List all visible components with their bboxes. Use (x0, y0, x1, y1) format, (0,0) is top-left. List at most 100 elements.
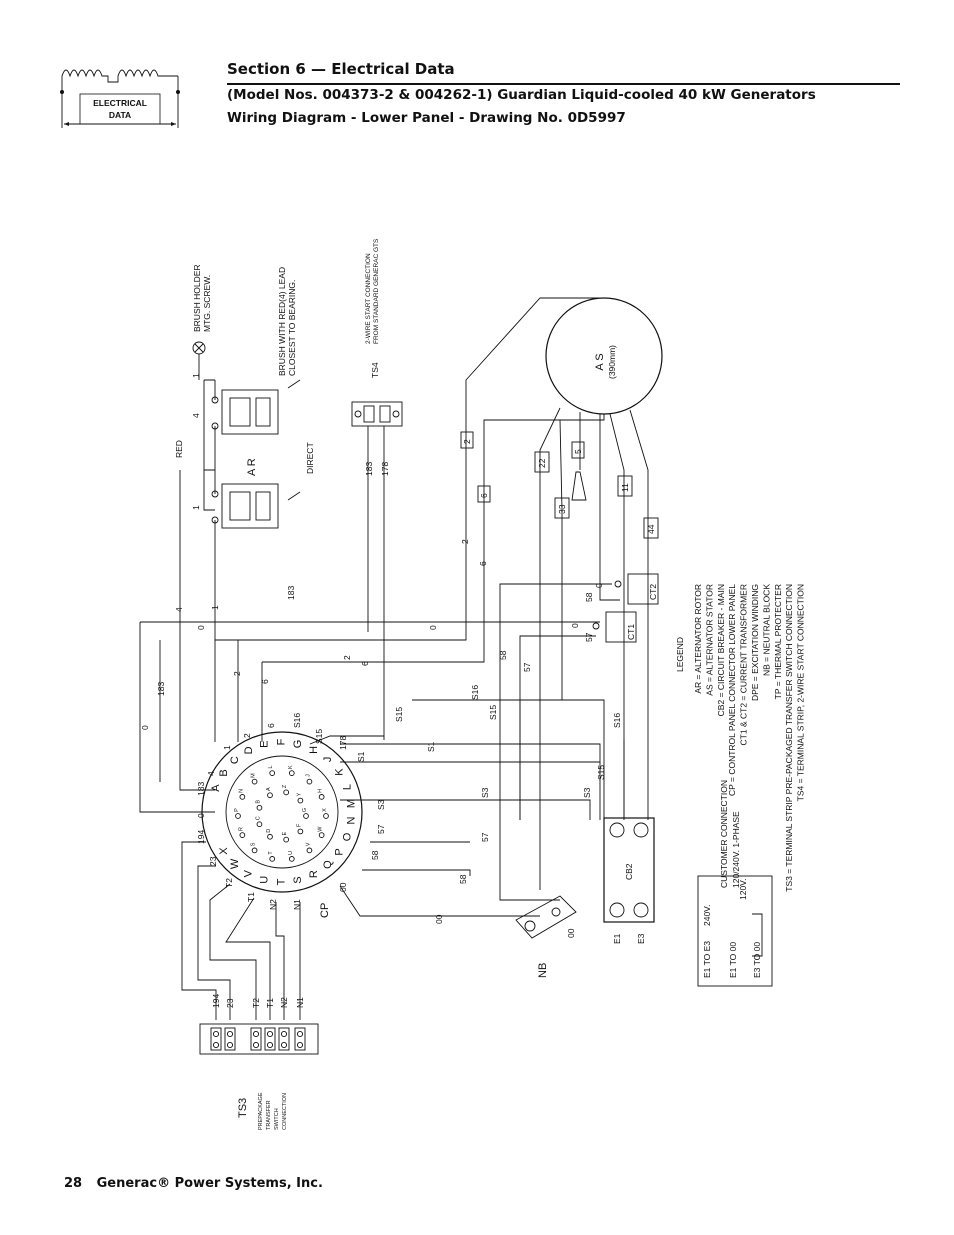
e1-label: E1 (612, 933, 622, 944)
wire-1-ar-b: 1 (191, 505, 201, 510)
ts3-screw-icon (212, 1030, 220, 1038)
ts3-terminal (210, 1027, 222, 1051)
cp-pin-j: J (322, 757, 334, 763)
svg-text:58: 58 (370, 850, 380, 860)
wire-4-ar: 4 (191, 413, 201, 418)
svg-text:00: 00 (566, 928, 576, 938)
customer-connection-1: CUSTOMER CONNECTION (719, 780, 729, 888)
svg-text:0: 0 (594, 583, 604, 588)
svg-text:0: 0 (140, 725, 150, 730)
ts4-terminal-strip (351, 401, 403, 427)
svg-text:E1 TO E3: E1 TO E3 (702, 941, 712, 978)
cp-socket-label: X (322, 808, 328, 812)
svg-text:2: 2 (342, 655, 352, 660)
svg-text:57: 57 (522, 662, 532, 672)
cp-socket (288, 856, 295, 862)
svg-text:57: 57 (376, 824, 386, 834)
svg-text:S3: S3 (376, 799, 386, 810)
ct1: CT1 (592, 611, 637, 643)
svg-text:S3: S3 (582, 787, 592, 798)
cp-pin-w: W (229, 858, 241, 869)
ts3-label: TS3 (237, 1098, 249, 1118)
svg-text:57: 57 (584, 632, 594, 642)
cp-pin-m: M (345, 799, 357, 808)
as-sub-label: (390mm) (607, 345, 617, 379)
cp-socket-label: H (318, 789, 324, 793)
svg-text:1: 1 (210, 605, 220, 610)
cp-pin-o: O (341, 832, 353, 841)
cp-socket (318, 794, 325, 800)
cp-socket (318, 832, 325, 838)
ts3-terminal-label: T2 (251, 998, 261, 1008)
cp-socket (239, 832, 246, 838)
cp-socket-label: F (296, 823, 302, 827)
cp-socket-label: D (266, 829, 272, 833)
cp-pin-p: P (333, 848, 345, 855)
cp-socket (297, 797, 304, 804)
cp-pin-x: X (218, 847, 230, 855)
brush-holder-note-1: BRUSH HOLDER (192, 264, 202, 332)
cp-pin-n: N (345, 816, 357, 824)
cp-socket-label: R (238, 827, 244, 831)
cp-socket-label: B (255, 800, 261, 804)
ts3-screw-icon (266, 1030, 274, 1038)
cp-socket-label: J (305, 774, 311, 777)
svg-text:1: 1 (222, 745, 232, 750)
brush-red-note-2: CLOSEST TO BEARING. (287, 280, 297, 376)
svg-text:4: 4 (206, 771, 216, 776)
ts3-terminal-label: N2 (279, 997, 289, 1008)
cp-socket (235, 813, 241, 819)
svg-text:2: 2 (232, 671, 242, 676)
wire-tag-33: 33 (554, 497, 570, 519)
cp-socket (269, 856, 276, 862)
cp-pin-b: B (218, 769, 230, 776)
legend-item: NB = NEUTRAL BLOCK (761, 584, 771, 676)
ts3-screw-icon (296, 1041, 304, 1049)
svg-text:0: 0 (196, 813, 206, 818)
page-number: 28 (64, 1176, 83, 1191)
neutral-block (515, 895, 577, 939)
ts3-terminal-strip (199, 1023, 319, 1055)
cp-socket-label: C (255, 816, 261, 820)
cp-pin-e: E (259, 741, 271, 748)
svg-text:S15: S15 (488, 705, 498, 720)
ts3-screw-icon (226, 1041, 234, 1049)
legend-item: AR = ALTERNATOR ROTOR (693, 584, 703, 694)
cp-socket-label: W (318, 826, 324, 832)
legend-item: TS4 = TERMINAL STRIP, 2-WIRE START CONNE… (796, 584, 806, 801)
thermal-protector-icon (571, 471, 587, 501)
legend-item: TP = THERMAL PROTECTER (773, 584, 783, 699)
cp-socket-label: E (282, 831, 288, 835)
cp-socket-label: Z (282, 784, 288, 788)
svg-text:183: 183 (196, 782, 206, 796)
svg-text:23: 23 (208, 856, 218, 866)
wire-tag-2: 2 (460, 431, 474, 449)
svg-text:4: 4 (174, 607, 184, 612)
ts3-terminal-label: N1 (295, 997, 305, 1008)
ts3-screw-icon (266, 1041, 274, 1049)
svg-text:CT1: CT1 (626, 624, 636, 640)
cp-pin-q: Q (322, 860, 334, 869)
ts3-terminal (250, 1027, 262, 1051)
ts3-screw-icon (280, 1041, 288, 1049)
svg-text:E1 TO 00: E1 TO 00 (728, 942, 738, 978)
svg-text:22: 22 (537, 458, 547, 468)
cp-pin-h: H (308, 746, 320, 754)
svg-text:S3: S3 (480, 787, 490, 798)
svg-text:6: 6 (479, 493, 489, 498)
wire-tag-44: 44 (643, 517, 659, 539)
svg-text:0: 0 (570, 623, 580, 628)
customer-connection-2: 120/240V. 1-PHASE (731, 811, 741, 888)
cp-pin-t: T (275, 878, 287, 885)
legend-item: CB2 = CIRCUIT BREAKER - MAIN (716, 584, 726, 716)
cb2-circuit-breaker: CB2 (603, 817, 655, 923)
ts3-note-3: SWITCH (274, 1108, 280, 1130)
cp-pin-r: R (308, 870, 320, 878)
svg-text:E3 TO 00: E3 TO 00 (752, 942, 762, 978)
ts3-terminal (294, 1027, 306, 1051)
svg-text:183: 183 (286, 586, 296, 600)
legend-title: LEGEND (675, 637, 685, 672)
svg-text:2: 2 (242, 733, 252, 738)
electrical-data-logo: ELECTRICAL DATA (60, 69, 180, 128)
